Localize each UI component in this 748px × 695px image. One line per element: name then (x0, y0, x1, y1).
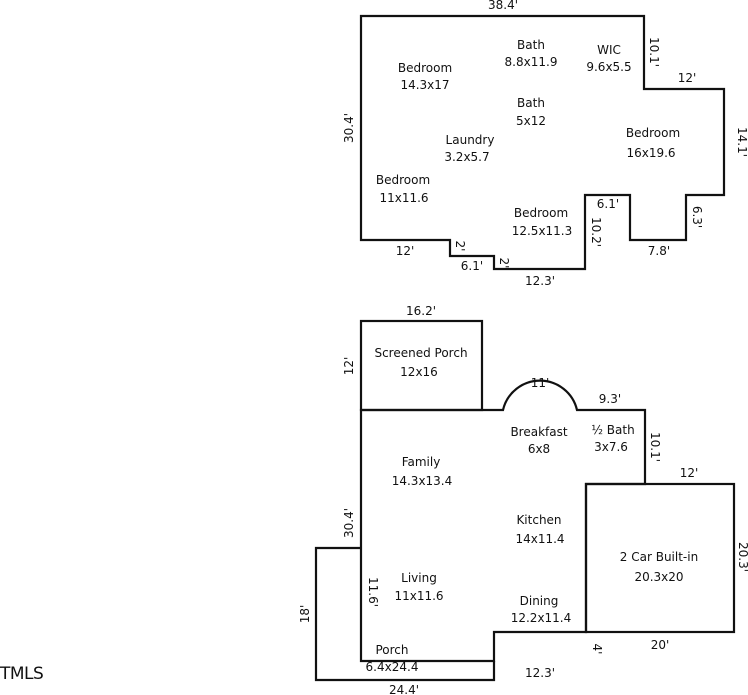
dim-label: 12' (678, 71, 697, 85)
room-bath-2-size: 5x12 (516, 114, 546, 128)
room-dining-name: Dining (520, 594, 559, 608)
room-living-size: 11x11.6 (394, 589, 443, 603)
dim-label: 7.8' (648, 244, 670, 258)
dim-label: 2' (453, 241, 467, 252)
dim-label: 6.1' (461, 259, 483, 273)
dim-label: 11' (531, 376, 550, 390)
dim-label: 14.1' (735, 127, 748, 157)
dim-label: 12' (342, 357, 356, 376)
dim-label: 2' (497, 258, 511, 269)
dim-label: 20.3' (736, 542, 748, 572)
room-bedroom-2-size: 16x19.6 (626, 146, 675, 160)
dim-label: 38.4' (488, 0, 518, 12)
room-breakfast-name: Breakfast (510, 425, 567, 439)
room-bath-1-size: 8.8x11.9 (505, 55, 558, 69)
dim-label: 9.3' (599, 392, 621, 406)
room-screened-porch-name: Screened Porch (374, 346, 467, 360)
room-half-bath-name: ½ Bath (591, 423, 634, 437)
room-garage-name: 2 Car Built-in (620, 550, 698, 564)
dim-label: 18' (298, 605, 312, 624)
dim-label: 12.3' (525, 274, 555, 288)
dim-label: 6.1' (597, 197, 619, 211)
room-bedroom-2-name: Bedroom (626, 126, 680, 140)
room-breakfast-size: 6x8 (528, 442, 550, 456)
room-porch-name: Porch (375, 643, 408, 657)
dim-label: 10.2' (589, 217, 603, 247)
upper-floor: Bedroom 14.3x17 Bath 8.8x11.9 WIC 9.6x5.… (342, 0, 748, 288)
dim-label: 16.2' (406, 304, 436, 318)
room-laundry-size: 3.2x5.7 (444, 150, 489, 164)
porch-outline (314, 546, 496, 682)
dim-label: 4' (590, 644, 604, 655)
room-kitchen-name: Kitchen (516, 513, 561, 527)
room-family-name: Family (402, 455, 441, 469)
dim-label: 10.1' (648, 432, 662, 462)
dim-label: 12.3' (525, 666, 555, 680)
dim-label: 12' (396, 244, 415, 258)
upper-floor-outline (359, 14, 726, 271)
room-laundry-name: Laundry (446, 133, 495, 147)
room-bath-1-name: Bath (517, 38, 545, 52)
room-kitchen-size: 14x11.4 (515, 532, 564, 546)
mls-logo: TMLS (0, 664, 44, 684)
dim-label: 11.6' (366, 577, 380, 607)
room-family-size: 14.3x13.4 (392, 474, 453, 488)
dim-label: 12' (680, 466, 699, 480)
room-bedroom-3-size: 11x11.6 (379, 191, 428, 205)
room-wic-size: 9.6x5.5 (586, 60, 631, 74)
room-porch-size: 6.4x24.4 (366, 660, 419, 674)
room-bedroom-4-name: Bedroom (514, 206, 568, 220)
garage-outline (584, 482, 736, 634)
room-half-bath-size: 3x7.6 (594, 440, 628, 454)
dim-label: 6.3' (690, 206, 704, 228)
dim-label: 20' (651, 638, 670, 652)
room-garage-size: 20.3x20 (634, 570, 683, 584)
room-wic-name: WIC (597, 43, 621, 57)
dim-label: 30.4' (342, 113, 356, 143)
room-bedroom-1-name: Bedroom (398, 61, 452, 75)
room-bedroom-4-size: 12.5x11.3 (512, 224, 573, 238)
room-bath-2-name: Bath (517, 96, 545, 110)
room-bedroom-1-size: 14.3x17 (400, 78, 449, 92)
main-floor: Screened Porch 12x16 Breakfast 6x8 ½ Bat… (298, 304, 748, 695)
dim-label: 10.1' (647, 37, 661, 67)
room-living-name: Living (401, 571, 437, 585)
dim-label: 30.4' (342, 508, 356, 538)
dim-label: 24.4' (389, 683, 419, 695)
room-bedroom-3-name: Bedroom (376, 173, 430, 187)
room-dining-size: 12.2x11.4 (511, 611, 572, 625)
room-screened-porch-size: 12x16 (400, 365, 438, 379)
